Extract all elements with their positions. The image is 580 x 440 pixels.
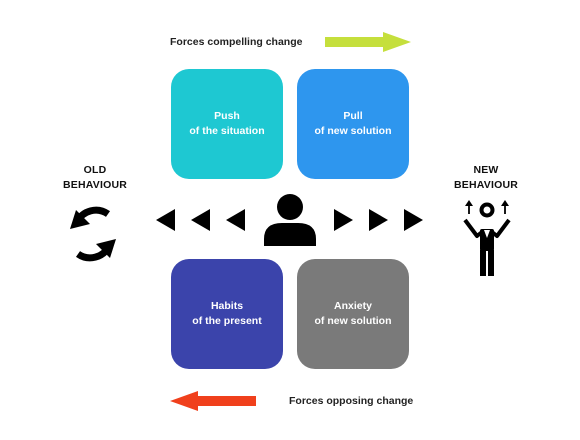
compelling-arrow [325,32,411,52]
right-arrow-1 [334,209,353,231]
forces-compelling-caption: Forces compelling change [170,36,303,48]
old-behaviour-line1: OLD [83,164,107,176]
habits-subtitle: of the present [192,315,262,327]
refresh-cycle-icon [70,206,116,262]
habits-title: Habits [210,300,244,312]
push-box: Push of the situation [171,69,283,179]
left-arrow-2 [191,209,210,231]
opposing-arrow [170,391,256,411]
new-behaviour-line2: BEHAVIOUR [453,179,519,191]
habits-box: Habits of the present [171,259,283,369]
new-behaviour-line1: NEW [473,164,499,176]
forces-opposing-caption: Forces opposing change [289,395,414,407]
left-arrow-3 [226,209,245,231]
new-behaviour-label: NEW BEHAVIOUR [446,163,526,193]
pull-box: Pull of new solution [297,69,409,179]
old-behaviour-label: OLD BEHAVIOUR [55,163,135,193]
right-arrow-3 [404,209,423,231]
person-icon [264,194,316,246]
anxiety-subtitle: of new solution [314,315,392,327]
right-arrow-2 [369,209,388,231]
compelling-arrow-shape [325,32,411,52]
pull-title: Pull [343,110,363,122]
opposing-arrow-shape [170,391,256,411]
anxiety-box: Anxiety of new solution [297,259,409,369]
pull-subtitle: of new solution [314,125,392,137]
push-title: Push [214,110,240,122]
push-subtitle: of the situation [189,125,265,137]
left-arrow-1 [156,209,175,231]
person-arms-raised-icon [463,200,511,276]
old-behaviour-line2: BEHAVIOUR [62,179,128,191]
anxiety-title: Anxiety [334,300,372,312]
